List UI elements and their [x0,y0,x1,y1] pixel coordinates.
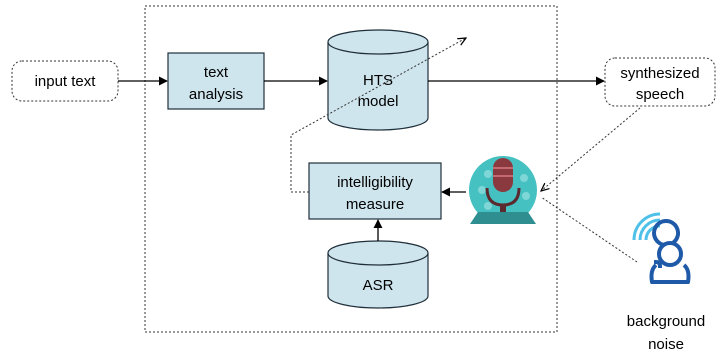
person-with-sound-waves-icon [632,212,691,284]
synthesized-speech-node: synthesized speech [604,57,716,107]
asr-label: ASR [363,277,394,294]
synthesized-speech-label-line1: synthesized [620,65,699,82]
asr-node: ASR [327,240,429,309]
hts-model-node: HTS model [327,29,429,131]
text-analysis-node: text analysis [167,52,265,110]
intelligibility-measure-node: intelligibility measure [308,162,442,220]
intelligibility-measure-label-line2: measure [346,196,404,213]
text-analysis-label-line1: text [204,64,229,81]
background-noise-label-line1: background [627,313,705,330]
input-text-label: input text [35,73,97,90]
hts-model-label-line2: model [358,93,399,110]
speech-to-mic-dotted [541,107,641,191]
input-text-node: input text [11,60,119,102]
intelligibility-measure-label-line1: intelligibility [337,174,413,191]
noise-to-mic-dotted [540,196,638,263]
hts-model-label-line1: HTS [363,72,393,89]
synthesized-speech-label-line2: speech [636,86,684,103]
background-noise-label-line2: noise [648,336,684,353]
feedback-dotted-path [290,38,466,193]
system-boundary [144,5,558,333]
text-analysis-label-line2: analysis [189,86,243,103]
microphone-icon [469,156,537,224]
